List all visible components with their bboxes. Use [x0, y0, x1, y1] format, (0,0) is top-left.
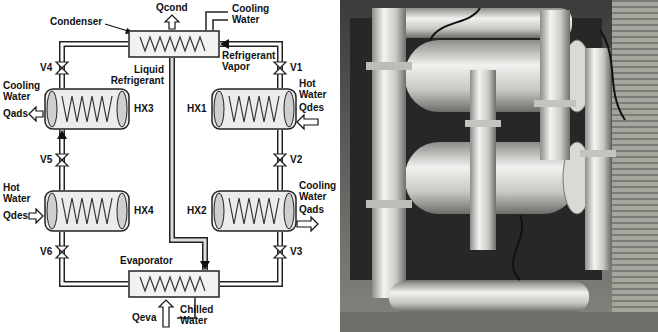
heat-label: Qcond — [156, 2, 188, 13]
valve-label: V1 — [290, 62, 302, 73]
valve-label: V5 — [40, 154, 52, 165]
pipe-bore — [220, 44, 280, 88]
pipe-wall — [172, 58, 205, 270]
refrigerant-pipe — [220, 39, 280, 88]
shell-outline — [44, 88, 130, 130]
water-label: Hot Water — [3, 182, 43, 204]
heat-exchanger: HX4 — [44, 190, 130, 232]
refrigerant-pipe — [62, 232, 128, 284]
pipe-wall — [220, 44, 280, 88]
heat-exchanger: HX3 — [44, 88, 130, 130]
valve-label: V6 — [40, 246, 52, 257]
heat-exchanger: HX1 — [211, 88, 297, 130]
pipe-wall — [220, 232, 280, 284]
vessel-outline — [128, 30, 220, 58]
arrow-head — [220, 39, 229, 49]
water-label: Hot Water — [299, 78, 337, 100]
evaporator: Evaporator — [128, 270, 220, 298]
vessel-outline — [128, 270, 220, 298]
shell-outline — [44, 190, 130, 232]
heat-label: Qads — [299, 204, 324, 215]
pipe-wall — [62, 232, 128, 284]
valve-label: V4 — [40, 62, 52, 73]
pipe-bore — [220, 232, 280, 284]
flow-label: Liquid Refrigerant — [100, 64, 164, 86]
water-label: Cooling Water — [3, 80, 43, 102]
component-name: Evaporator — [120, 255, 173, 266]
shell-outline — [211, 190, 297, 232]
heat-arrows — [29, 15, 318, 327]
refrigerant-pipe — [172, 58, 210, 270]
water-label: Chilled Water — [180, 304, 222, 326]
valve-label: V2 — [290, 154, 302, 165]
heat-label: Qads — [3, 108, 28, 119]
condenser: Condenser — [128, 30, 220, 58]
component-name: HX2 — [187, 205, 206, 216]
component-name: Condenser — [50, 16, 102, 27]
component-name: HX4 — [134, 205, 153, 216]
arrow-head — [57, 130, 67, 139]
shell-outline — [211, 88, 297, 130]
heat-label: Qdes — [299, 102, 324, 113]
heat-label: Qdes — [3, 210, 28, 221]
component-name: HX1 — [187, 103, 206, 114]
pipe-bore — [172, 58, 205, 270]
arrow-head — [200, 261, 210, 270]
flow-label: Refrigerant Vapor — [222, 50, 278, 72]
heat-label: Qeva — [132, 312, 156, 323]
refrigerant-pipe — [220, 232, 280, 284]
water-label: Cooling Water — [299, 180, 339, 202]
refrigerant-pipe — [57, 130, 67, 190]
water-label: Cooling Water — [232, 3, 272, 25]
valve-label: V3 — [290, 246, 302, 257]
pipe-bore — [62, 232, 128, 284]
component-name: HX3 — [134, 103, 153, 114]
heat-exchanger: HX2 — [211, 190, 297, 232]
